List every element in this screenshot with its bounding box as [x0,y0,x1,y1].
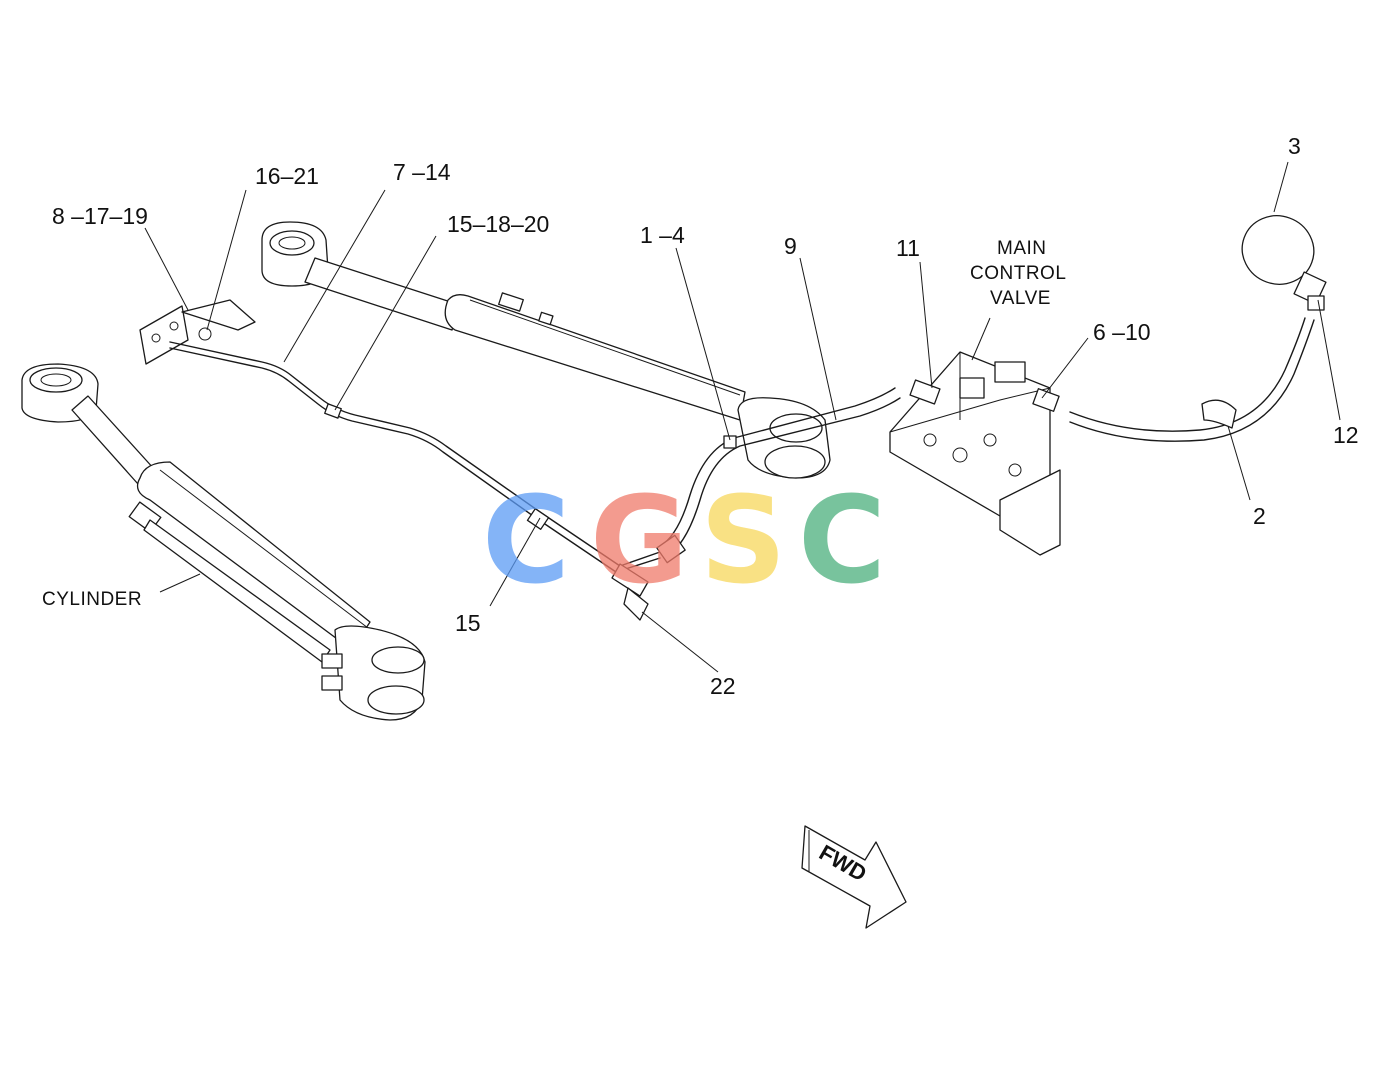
label-8-17-19: 8 –17–19 [52,203,148,229]
left-bracket [139,299,256,365]
label-6-10: 6 –10 [1093,319,1151,345]
front-cylinder [21,363,426,721]
steel-tube [169,341,661,573]
label-11: 11 [896,235,920,261]
label-15: 15 [455,610,481,636]
rear-cylinder [261,221,831,479]
label-valve: VALVE [990,288,1051,309]
hose-2 [1069,317,1315,442]
label-15-18-20: 15–18–20 [447,211,549,237]
fwd-arrow: FWD [801,825,907,929]
watermark-letter-c1: C [482,472,570,611]
label-22: 22 [710,673,736,699]
watermark-letter-s: S [700,472,786,611]
label-16-21: 16–21 [255,163,319,189]
label-9: 9 [784,233,797,259]
label-cylinder: CYLINDER [42,589,142,610]
label-7-14: 7 –14 [393,159,451,185]
label-3: 3 [1288,133,1301,159]
hose-9 [611,387,901,621]
label-12: 12 [1333,422,1359,448]
accumulator-3 [1241,215,1327,311]
label-1-4: 1 –4 [640,222,685,248]
watermark: C G S C [482,472,886,611]
main-control-valve [889,351,1061,556]
label-2: 2 [1253,503,1266,529]
leader-lines [144,161,1341,673]
watermark-letter-c2: C [798,472,886,611]
watermark-letter-g: G [590,472,689,611]
label-control: CONTROL [970,263,1066,284]
part-labels: 8 –17–19 16–21 7 –14 15–18–20 1 –4 9 11 … [42,133,1359,699]
label-main: MAIN [997,238,1047,259]
